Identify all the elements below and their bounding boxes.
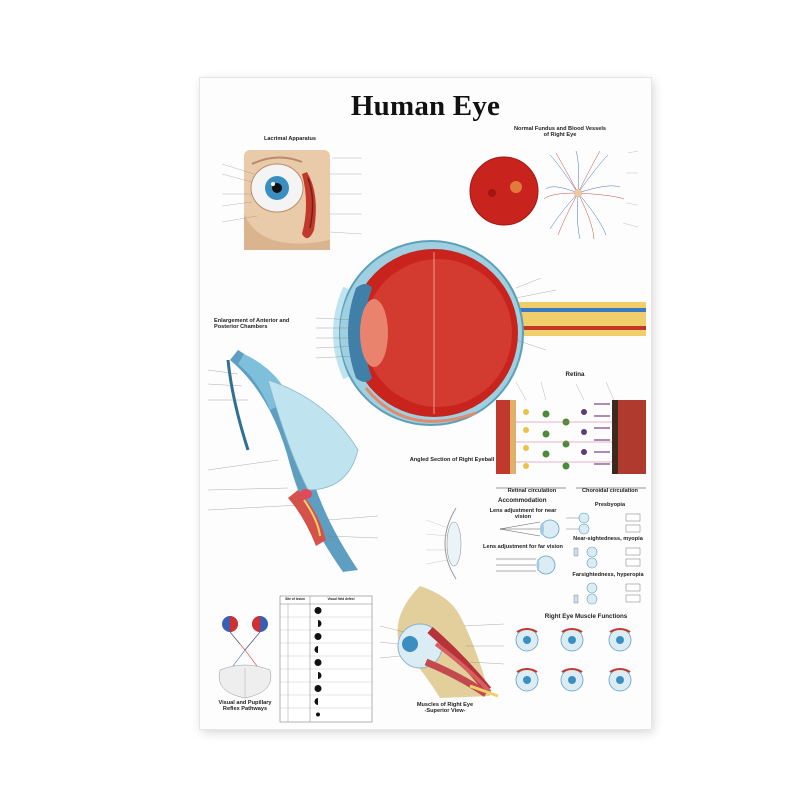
caption-enlargement-line2: Posterior Chambers (214, 324, 268, 331)
table-header-site: Site of lesion (285, 597, 305, 601)
muscle-functions-grid (512, 624, 642, 696)
caption-pupillary: Visual and Pupillary Reflex Pathways (204, 700, 286, 713)
eye-muscles-illustration (379, 586, 510, 701)
caption-lacrimal: Lacrimal Apparatus (263, 136, 317, 142)
lacrimal-illustration (221, 144, 363, 259)
pupillary-pathways-illustration (210, 610, 280, 700)
enlargement-illustration (207, 340, 388, 580)
caption-enlargement-line1: Enlargement of Anterior and (214, 318, 290, 324)
caption-pupillary-line1: Visual and Pupillary (218, 700, 272, 706)
visual-field-table: Site of lesion Visual field defect (279, 595, 373, 723)
caption-near-adjustment: Lens adjustment for near vision (489, 508, 557, 521)
caption-accommodation: Accommodation (498, 497, 547, 504)
caption-presbyopia: Presbyopia (594, 502, 626, 508)
retina-illustration (496, 381, 646, 492)
caption-far-adjustment: Lens adjustment for far vision (483, 544, 563, 550)
far-vision-diagram (496, 554, 566, 576)
myopia-diagram (566, 544, 646, 569)
ciliary-lens-illustration (425, 506, 476, 581)
caption-muscle-functions: Right Eye Muscle Functions (544, 613, 628, 620)
caption-eyeball: Angled Section of Right Eyeball (409, 457, 495, 463)
table-header-defect: Visual field defect (327, 597, 355, 601)
caption-muscles: Muscles of Right Eye -Superior View- (400, 702, 490, 715)
caption-farsightedness: Farsightedness, hyperopia (572, 572, 644, 578)
caption-muscles-line2: -Superior View- (424, 708, 466, 715)
caption-choroidal-circulation: Choroidal circulation (582, 488, 638, 494)
presbyopia-diagram (566, 510, 646, 535)
caption-nearsightedness: Near-sightedness, myopia (573, 536, 643, 542)
caption-muscles-line1: Muscles of Right Eye (416, 702, 474, 708)
caption-fundus-line1: Normal Fundus and Blood Vessels (513, 126, 606, 132)
fundus-illustration (468, 143, 639, 253)
caption-pupillary-line2: Reflex Pathways (222, 706, 268, 713)
caption-fundus-line2: of Right Eye (543, 132, 577, 139)
caption-retina: Retina (565, 371, 585, 378)
caption-fundus: Normal Fundus and Blood Vessels of Right… (500, 126, 620, 139)
caption-retinal-circulation: Retinal circulation (507, 488, 557, 494)
poster-title: Human Eye (350, 90, 501, 122)
near-vision-diagram (499, 518, 570, 540)
caption-enlargement: Enlargement of Anterior and Posterior Ch… (214, 318, 334, 331)
hyperopia-diagram (566, 580, 646, 605)
eyeball-section-illustration (315, 228, 646, 458)
anatomy-poster: Human Eye Lacrimal Apparatus Normal Fund… (200, 78, 651, 729)
